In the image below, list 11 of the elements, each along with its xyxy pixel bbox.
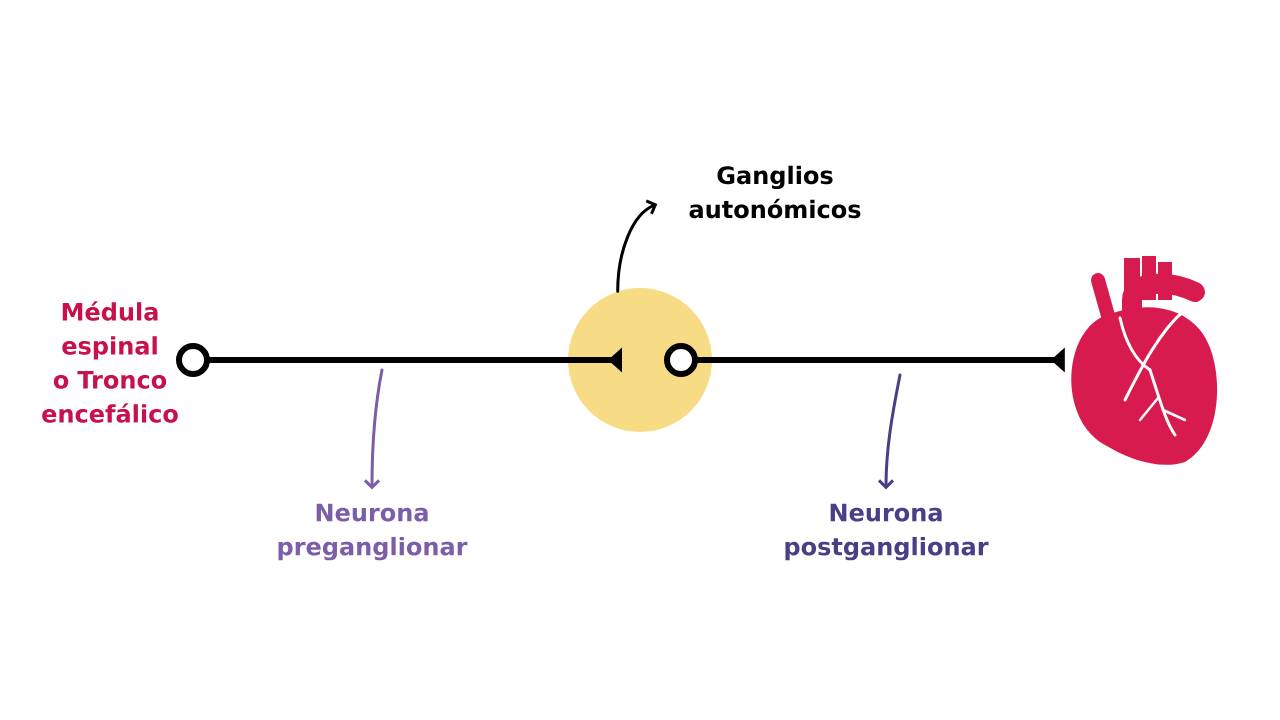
ganglion-circle [568, 288, 712, 432]
arrow [363, 368, 384, 490]
arrow [616, 199, 658, 293]
node-label: Ganglios autonómicos [689, 165, 861, 219]
open-circle [176, 343, 210, 377]
side-label: Médula espinal o Tronco encefálico [42, 301, 178, 423]
node-label: Neurona postganglionar [785, 503, 989, 561]
picture [1071, 256, 1218, 465]
node-label: Neurona preganglionar [278, 503, 468, 561]
open-circle [664, 343, 698, 377]
arrow [877, 373, 902, 490]
